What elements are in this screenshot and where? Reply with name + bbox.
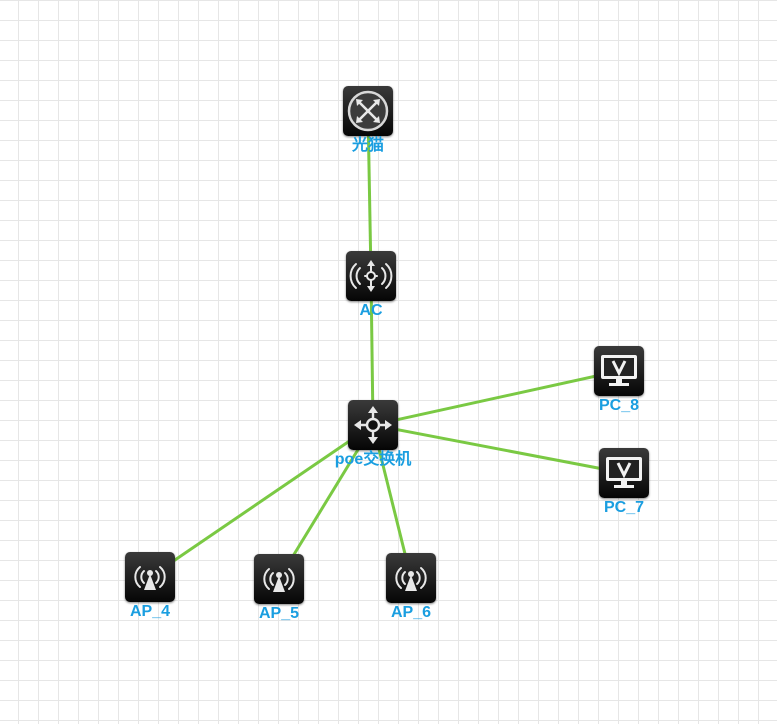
node-pc-8[interactable]: PC_8	[569, 346, 669, 436]
access-controller-icon	[346, 251, 396, 301]
link-modem-ac[interactable]	[366, 110, 373, 277]
node-label: poe交换机	[334, 451, 412, 468]
node-label: PC_7	[603, 499, 645, 516]
node-ap-4[interactable]: AP_4	[100, 552, 200, 642]
node-pc-7[interactable]: PC_7	[574, 448, 674, 538]
pc-monitor-icon	[594, 346, 644, 396]
link-poe-pc8[interactable]	[372, 369, 620, 427]
access-point-icon	[386, 553, 436, 603]
link-poe-ap6[interactable]	[371, 424, 413, 579]
node-label: AP_4	[129, 603, 171, 620]
node-label: PC_8	[598, 397, 640, 414]
node-label: 光猫	[351, 137, 384, 154]
access-point-icon	[125, 552, 175, 602]
node-label: AC	[359, 302, 383, 319]
switch-icon	[348, 400, 398, 450]
access-point-icon	[254, 554, 304, 604]
node-ac[interactable]: AC	[321, 251, 421, 341]
router-icon	[343, 86, 393, 136]
link-poe-pc7[interactable]	[372, 423, 625, 475]
node-label: AP_6	[390, 604, 432, 621]
node-poe-switch[interactable]: poe交换机	[323, 400, 423, 490]
link-poe-ap4[interactable]	[149, 423, 374, 579]
node-ap-6[interactable]: AP_6	[361, 553, 461, 643]
pc-monitor-icon	[599, 448, 649, 498]
link-poe-ap5[interactable]	[277, 424, 375, 580]
node-ap-5[interactable]: AP_5	[229, 554, 329, 644]
node-label: AP_5	[258, 605, 300, 622]
node-modem[interactable]: 光猫	[318, 86, 418, 176]
